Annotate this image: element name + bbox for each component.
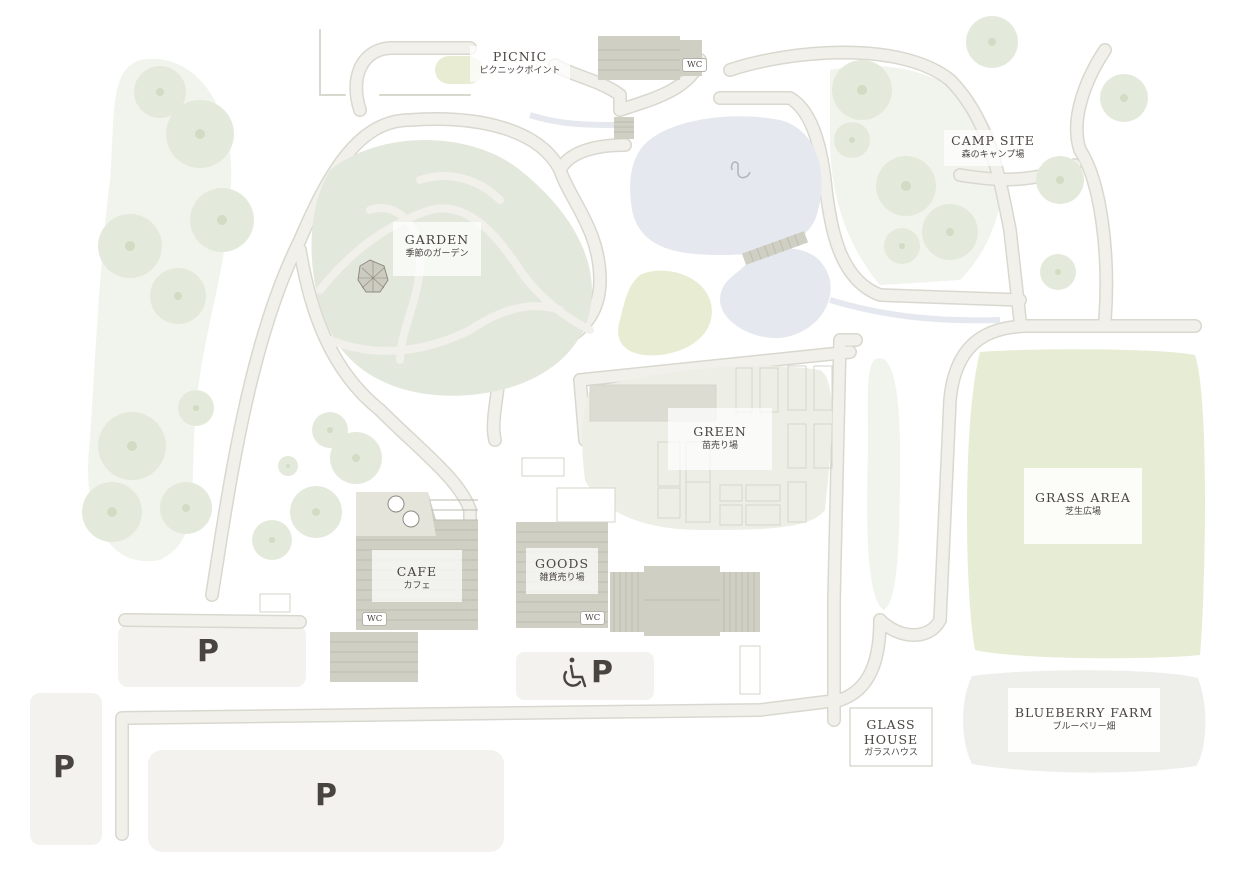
parking-label-west-bottom[interactable]: P <box>53 750 75 785</box>
garden-label[interactable]: GARDEN 季節のガーデン <box>393 222 481 276</box>
bridge-east <box>741 231 809 265</box>
umbrella-icon <box>387 495 420 528</box>
green-label[interactable]: GREEN 苗売り場 <box>668 408 772 470</box>
gazebo-icon <box>357 259 389 293</box>
pond-north <box>630 116 822 255</box>
kiosk <box>521 457 565 477</box>
bridge-north <box>614 117 634 139</box>
camp-site-label-en: CAMP SITE <box>951 133 1035 148</box>
garden-label-en: GARDEN <box>404 232 470 247</box>
parking-lot-west-bottom <box>30 693 102 845</box>
goods-shed <box>739 645 761 695</box>
wc-badge-north[interactable]: WC <box>682 58 708 72</box>
parking-lot-west-top <box>118 625 306 687</box>
camp-site-label[interactable]: CAMP SITE 森のキャンプ場 <box>944 130 1042 166</box>
goods-label-jp: 雑貨売り場 <box>539 573 585 583</box>
goods-label-en: GOODS <box>534 556 590 571</box>
pond-lawn <box>618 270 712 356</box>
wc-badge-goods[interactable]: WC <box>580 611 606 625</box>
glass-house-building <box>849 707 933 767</box>
garden-label-jp: 季節のガーデン <box>405 249 469 259</box>
blueberry-farm-label[interactable]: BLUEBERRY FARM ブルーベリー畑 <box>1008 688 1160 752</box>
camp-site-label-jp: 森のキャンプ場 <box>961 150 1025 160</box>
cafe-stand <box>259 593 291 613</box>
wheelchair-icon <box>563 657 587 688</box>
grass-area-label-en: GRASS AREA <box>1035 490 1131 505</box>
blueberry-farm-label-en: BLUEBERRY FARM <box>1014 705 1154 720</box>
hedge-strip <box>867 358 900 610</box>
grass-area-label-jp: 芝生広場 <box>1064 507 1101 517</box>
picnic-label[interactable]: PICNIC ピクニックポイント <box>470 46 570 82</box>
glass-house-label-jp: ガラスハウス <box>864 748 918 758</box>
trees <box>82 16 1148 560</box>
goods-label[interactable]: GOODS 雑貨売り場 <box>526 548 598 594</box>
pond-south <box>720 248 831 339</box>
parking-label-accessible[interactable]: P <box>591 655 613 690</box>
greenhouse-building <box>610 566 760 636</box>
grass-area-label[interactable]: GRASS AREA 芝生広場 <box>1024 468 1142 544</box>
cafe-label-jp: カフェ <box>403 581 431 591</box>
green-label-jp: 苗売り場 <box>701 441 738 451</box>
path-network <box>115 29 1202 841</box>
glass-house-label-en: GLASS HOUSE <box>863 717 919 747</box>
picnic-label-jp: ピクニックポイント <box>479 66 561 76</box>
cafe-annex <box>330 632 418 682</box>
picnic-label-en: PICNIC <box>492 49 548 64</box>
parking-lot-accessible <box>516 652 654 700</box>
cafe-label-en: CAFE <box>396 564 438 579</box>
shed <box>556 487 616 523</box>
cafe-annex-roof <box>330 641 418 673</box>
wc-badge-cafe[interactable]: WC <box>362 612 388 626</box>
cafe-label[interactable]: CAFE カフェ <box>372 550 462 602</box>
green-label-en: GREEN <box>693 424 747 439</box>
garden-paths <box>316 172 594 364</box>
parking-lot-south <box>148 750 504 852</box>
parking-label-south[interactable]: P <box>315 778 337 813</box>
parking-label-west-top[interactable]: P <box>197 634 219 669</box>
blueberry-farm-label-jp: ブルーベリー畑 <box>1052 722 1116 732</box>
stream <box>529 112 1001 324</box>
glass-house-label[interactable]: GLASS HOUSE ガラスハウス <box>852 716 930 762</box>
swan-icon <box>730 161 751 179</box>
